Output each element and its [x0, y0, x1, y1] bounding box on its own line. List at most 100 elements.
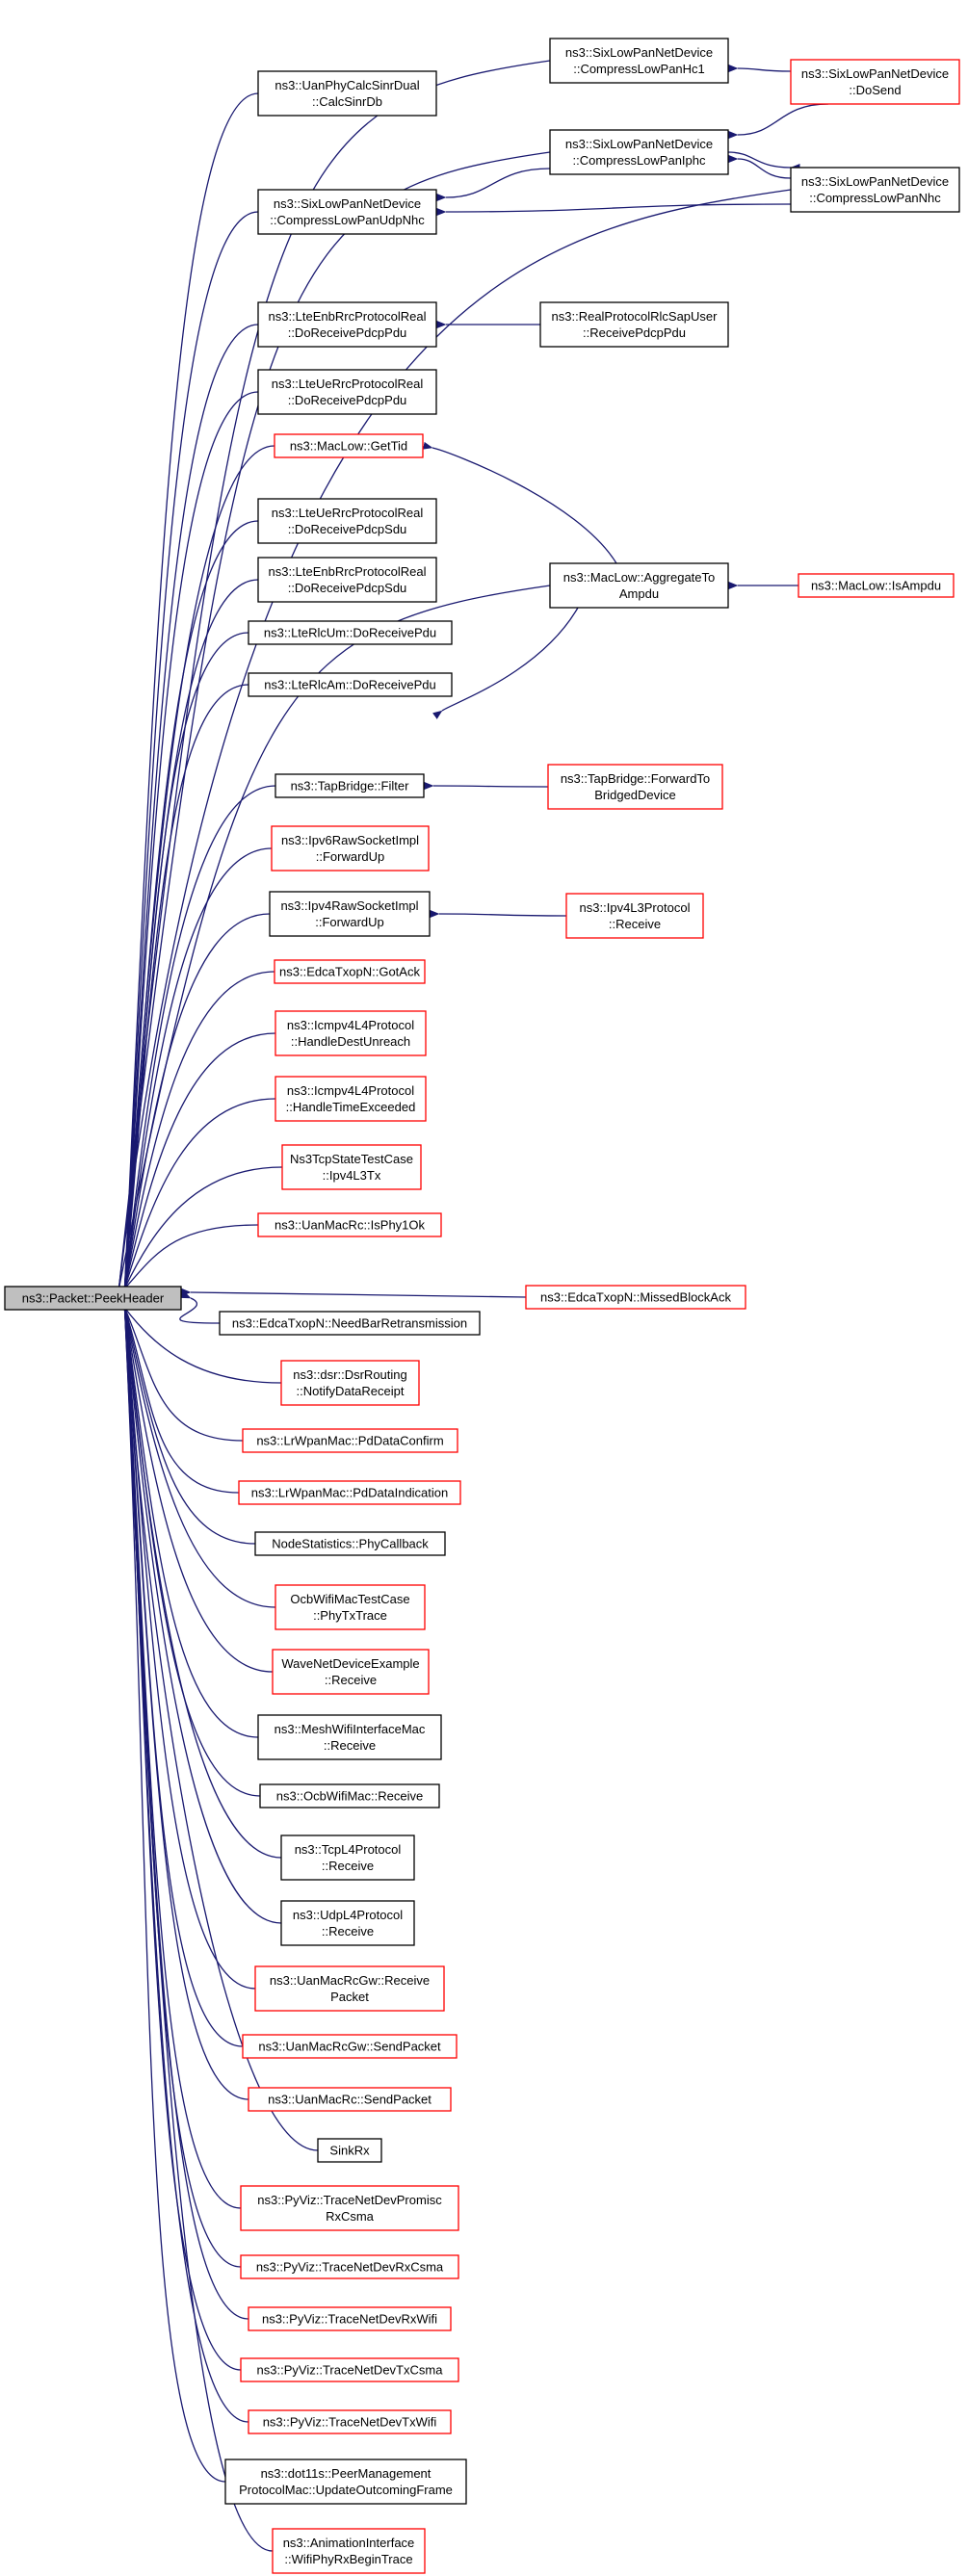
node-box	[240, 2185, 459, 2231]
node-label: ::CompressLowPanIphc	[572, 153, 706, 168]
node-label: ns3::TapBridge::Filter	[291, 779, 410, 794]
node-maclow-gettid[interactable]: ns3::MacLow::GetTid	[274, 433, 424, 458]
node-sixlowpan-dosend[interactable]: ns3::SixLowPanNetDevice::DoSend	[790, 59, 960, 105]
node-animation-wifiphy[interactable]: ns3::AnimationInterface::WifiPhyRxBeginT…	[272, 2528, 426, 2574]
node-uanmacrc-send[interactable]: ns3::UanMacRc::SendPacket	[248, 2087, 452, 2112]
node-icmpv4-timeexceeded[interactable]: ns3::Icmpv4L4Protocol::HandleTimeExceede…	[275, 1076, 427, 1122]
node-edca-gotack[interactable]: ns3::EdcaTxopN::GotAck	[274, 959, 426, 984]
node-label: ::CalcSinrDb	[312, 94, 382, 109]
edge-pyviz_promisc-to-root	[119, 1298, 242, 2209]
node-nodestats-phycallback[interactable]: NodeStatistics::PhyCallback	[254, 1531, 446, 1556]
edge-tcpl4_receive-to-root	[119, 1298, 282, 1859]
node-root[interactable]: ns3::Packet::PeekHeader	[4, 1286, 182, 1311]
node-lteenb-pdcppdu[interactable]: ns3::LteEnbRrcProtocolReal::DoReceivePdc…	[257, 301, 437, 348]
node-uanmacrc-isphy1ok[interactable]: ns3::UanMacRc::IsPhy1Ok	[257, 1212, 442, 1237]
node-dot11s-peer[interactable]: ns3::dot11s::PeerManagementProtocolMac::…	[224, 2459, 467, 2505]
node-label: ns3::PyViz::TraceNetDevRxCsma	[256, 2260, 444, 2275]
node-box	[549, 129, 729, 175]
edge-ocbwifi_phytxtrace-to-root	[118, 1297, 276, 1608]
node-box	[272, 2528, 426, 2574]
node-box	[274, 433, 424, 458]
node-lterlcam[interactable]: ns3::LteRlcAm::DoReceivePdu	[248, 672, 453, 697]
node-uanmacrcgw-send[interactable]: ns3::UanMacRcGw::SendPacket	[242, 2034, 458, 2059]
edge-dot11s_peer-to-root	[119, 1298, 226, 2483]
node-ipv4l3[interactable]: ns3::Ipv4L3Protocol::Receive	[565, 893, 704, 939]
node-box	[549, 38, 729, 84]
node-box	[257, 1212, 442, 1237]
node-pyviz-rxcsma[interactable]: ns3::PyViz::TraceNetDevRxCsma	[240, 2254, 459, 2279]
node-edca-needbar[interactable]: ns3::EdcaTxopN::NeedBarRetransmission	[219, 1311, 481, 1336]
node-uanphy-calcsinr[interactable]: ns3::UanPhyCalcSinrDual::CalcSinrDb	[257, 70, 437, 117]
edge-lteue_pdcppdu-to-root	[119, 391, 259, 1298]
node-udpl4-receive[interactable]: ns3::UdpL4Protocol::Receive	[280, 1900, 415, 1946]
node-sixlowpan-iphc[interactable]: ns3::SixLowPanNetDevice::CompressLowPanI…	[549, 129, 729, 175]
node-lteenb-pdcpsdu[interactable]: ns3::LteEnbRrcProtocolReal::DoReceivePdc…	[257, 557, 437, 603]
node-label: ::DoSend	[849, 83, 901, 97]
node-tapbridge-filter[interactable]: ns3::TapBridge::Filter	[275, 773, 425, 798]
node-pyviz-rxwifi[interactable]: ns3::PyViz::TraceNetDevRxWifi	[248, 2306, 452, 2331]
nodes: ns3::Packet::PeekHeader ns3::SixLowPanNet…	[4, 38, 960, 2574]
node-label: ns3::MacLow::GetTid	[290, 439, 407, 454]
node-label: ns3::LteEnbRrcProtocolReal	[268, 309, 426, 324]
node-lrwpan-pdconfirm[interactable]: ns3::LrWpanMac::PdDataConfirm	[242, 1428, 458, 1453]
node-box	[549, 562, 729, 609]
node-icmpv4-destunreach[interactable]: ns3::Icmpv4L4Protocol::HandleDestUnreach	[275, 1010, 427, 1056]
node-lteue-pdcppdu[interactable]: ns3::LteUeRrcProtocolReal::DoReceivePdcp…	[257, 369, 437, 415]
node-label: ns3::UanMacRcGw::Receive	[270, 1973, 430, 1988]
node-box	[525, 1285, 746, 1310]
node-ocbwifi-phytxtrace[interactable]: OcbWifiMacTestCase::PhyTxTrace	[275, 1584, 426, 1630]
node-sinkrx[interactable]: SinkRx	[317, 2138, 382, 2163]
node-label: ns3::RealProtocolRlcSapUser	[552, 309, 719, 324]
node-box	[240, 2254, 459, 2279]
node-box	[248, 2409, 452, 2434]
node-pyviz-txcsma[interactable]: ns3::PyViz::TraceNetDevTxCsma	[240, 2357, 459, 2382]
node-box	[257, 557, 437, 603]
edge-lrwpan_pdindication-to-root	[118, 1297, 240, 1494]
node-label: ns3::dsr::DsrRouting	[293, 1367, 407, 1382]
node-box	[790, 59, 960, 105]
node-sixlowpan-udpnhc[interactable]: ns3::SixLowPanNetDevice::CompressLowPanU…	[257, 189, 437, 235]
edge-lterlcum-to-root	[119, 632, 249, 1298]
node-label: BridgedDevice	[594, 788, 676, 802]
node-sixlowpan-nhc[interactable]: ns3::SixLowPanNetDevice::CompressLowPanN…	[790, 167, 960, 213]
node-label: ::Receive	[322, 1859, 374, 1873]
edge-edca_needbar-to-root	[179, 1290, 221, 1324]
node-lterlcum[interactable]: ns3::LteRlcUm::DoReceivePdu	[248, 620, 453, 645]
node-ipv6raw[interactable]: ns3::Ipv6RawSocketImpl::ForwardUp	[271, 825, 430, 872]
node-label: ::WifiPhyRxBeginTrace	[284, 2552, 412, 2566]
node-lteue-pdcpsdu[interactable]: ns3::LteUeRrcProtocolReal::DoReceivePdcp…	[257, 498, 437, 544]
edge-lrwpan_pdconfirm-to-root	[117, 1297, 244, 1442]
edge-dosend-to-iphc	[728, 103, 829, 140]
node-label: ns3::MacLow::IsAmpdu	[811, 579, 941, 593]
node-box	[257, 1714, 442, 1760]
node-label: SinkRx	[329, 2144, 370, 2158]
edge-maclow_aggregate-to-root	[113, 585, 551, 1299]
node-maclow-isampdu[interactable]: ns3::MacLow::IsAmpdu	[798, 573, 955, 598]
node-wavenet-receive[interactable]: WaveNetDeviceExample::Receive	[272, 1649, 430, 1695]
node-label: ::DoReceivePdcpPdu	[288, 393, 407, 407]
node-sixlowpan-hc1[interactable]: ns3::SixLowPanNetDevice::CompressLowPanH…	[549, 38, 729, 84]
node-label: ::DoReceivePdcpSdu	[288, 522, 407, 536]
node-box	[565, 893, 704, 939]
node-edca-missedblockack[interactable]: ns3::EdcaTxopN::MissedBlockAck	[525, 1285, 746, 1310]
node-ipv4raw[interactable]: ns3::Ipv4RawSocketImpl::ForwardUp	[269, 891, 431, 937]
node-ns3tcpstate[interactable]: Ns3TcpStateTestCase::Ipv4L3Tx	[281, 1144, 422, 1190]
node-label: ns3::Packet::PeekHeader	[22, 1291, 165, 1306]
node-dsr-notify[interactable]: ns3::dsr::DsrRouting::NotifyDataReceipt	[280, 1360, 420, 1406]
node-box	[275, 1584, 426, 1630]
node-tcpl4-receive[interactable]: ns3::TcpL4Protocol::Receive	[280, 1834, 415, 1881]
edge-iphc-to-udpnhc	[436, 168, 551, 202]
node-meshwifi-receive[interactable]: ns3::MeshWifiInterfaceMac::Receive	[257, 1714, 442, 1760]
node-box	[238, 1480, 461, 1505]
node-label: ::CompressLowPanUdpNhc	[270, 213, 425, 227]
node-pyviz-txwifi[interactable]: ns3::PyViz::TraceNetDevTxWifi	[248, 2409, 452, 2434]
node-lrwpan-pdindication[interactable]: ns3::LrWpanMac::PdDataIndication	[238, 1480, 461, 1505]
node-realprotocol-rlcsap[interactable]: ns3::RealProtocolRlcSapUser::ReceivePdcp…	[539, 301, 729, 348]
node-ocbwifimac-receive[interactable]: ns3::OcbWifiMac::Receive	[259, 1783, 440, 1808]
node-box	[254, 1531, 446, 1556]
